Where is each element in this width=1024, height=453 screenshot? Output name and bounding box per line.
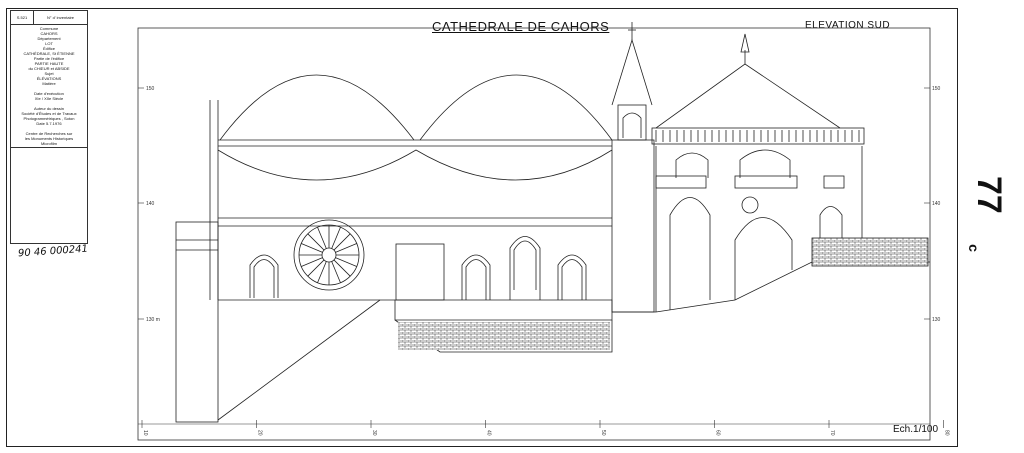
drawing-subtitle: ELEVATION SUD <box>805 20 891 31</box>
title-block-line: les Monuments Historiques <box>24 136 74 141</box>
title-block-line: Sujet <box>44 71 54 76</box>
drawing-frame <box>137 27 931 441</box>
bottom-tick-label: 70 <box>829 430 835 436</box>
title-block-line: Partie de l'édifice <box>33 56 65 61</box>
title-block-line: Société d'Études et de Travaux <box>21 111 77 116</box>
side-tick-label: 150 <box>146 86 155 92</box>
rose-window-spoke <box>331 227 341 249</box>
drawing-sheet <box>6 8 958 447</box>
bottom-tick-label: 40 <box>486 430 492 436</box>
title-block-line: Matière <box>42 81 56 86</box>
bottom-tick-label: 10 <box>142 430 148 436</box>
inventory-label: N° d' inventaire <box>46 15 75 20</box>
title-block-line: Auteur du dessin <box>33 106 65 111</box>
rose-window-spoke <box>301 257 323 267</box>
sheet-code: S.521 <box>11 11 34 24</box>
rose-window-spoke <box>335 257 357 267</box>
scale-label: Ech.1/100 <box>893 424 939 435</box>
rose-window-spoke <box>331 261 341 283</box>
title-block-line: Date 5.7.1976 <box>36 121 62 126</box>
side-ticks: 150 150 140 140 130 m 130 <box>138 86 941 323</box>
title-block-line: Édifice <box>42 46 55 51</box>
title-block-line: XIe / XIIe Siècle <box>34 96 64 101</box>
bottom-tick-label: 80 <box>944 430 950 436</box>
title-block-line: CATHÉDRALE, St ÉTIENNE <box>23 51 75 56</box>
rose-window-spoke <box>307 233 325 251</box>
title-block-line: du CHŒUR et ABSIDE <box>28 66 70 71</box>
rose-window-spoke <box>333 233 351 251</box>
cathedral-elevation <box>175 22 930 423</box>
title-block-line: CAHORS <box>40 31 58 36</box>
title-block-line: ÉLÉVATIONS <box>36 76 62 81</box>
title-block-line: Département <box>37 36 61 41</box>
side-tick-label: 130 <box>932 317 941 323</box>
bottom-tick-label: 50 <box>600 430 606 436</box>
rose-window-spoke <box>301 243 323 253</box>
title-block-line: LOT <box>45 41 53 46</box>
title-block-line: Photogrammétriques , Soton <box>23 116 75 121</box>
side-tick-label: 140 <box>932 201 941 207</box>
bottom-ticks: 10 20 30 40 50 60 70 80 <box>141 420 950 436</box>
side-tick-label: 130 m <box>146 317 160 323</box>
rose-window-spoke <box>317 227 327 249</box>
side-tick-label: 150 <box>932 86 941 92</box>
title-block-line: Centre de Recherches sur <box>25 131 73 136</box>
rose-window-spoke <box>333 259 351 277</box>
title-block-line: Date d'exécution <box>34 91 64 96</box>
rose-window-spoke <box>307 259 325 277</box>
rose-window-spoke <box>317 261 327 283</box>
title-block-line: Microfilm <box>41 141 57 146</box>
title-block-line: PARTIE HAUTE <box>34 61 64 66</box>
drawing-title: CATHEDRALE DE CAHORS <box>432 19 610 34</box>
rose-window-spoke <box>335 243 357 253</box>
side-tick-label: 140 <box>146 201 155 207</box>
bottom-tick-label: 20 <box>257 430 263 436</box>
bottom-tick-label: 30 <box>371 430 377 436</box>
bottom-tick-label: 60 <box>715 430 721 436</box>
title-block-line: Commune <box>39 26 59 31</box>
